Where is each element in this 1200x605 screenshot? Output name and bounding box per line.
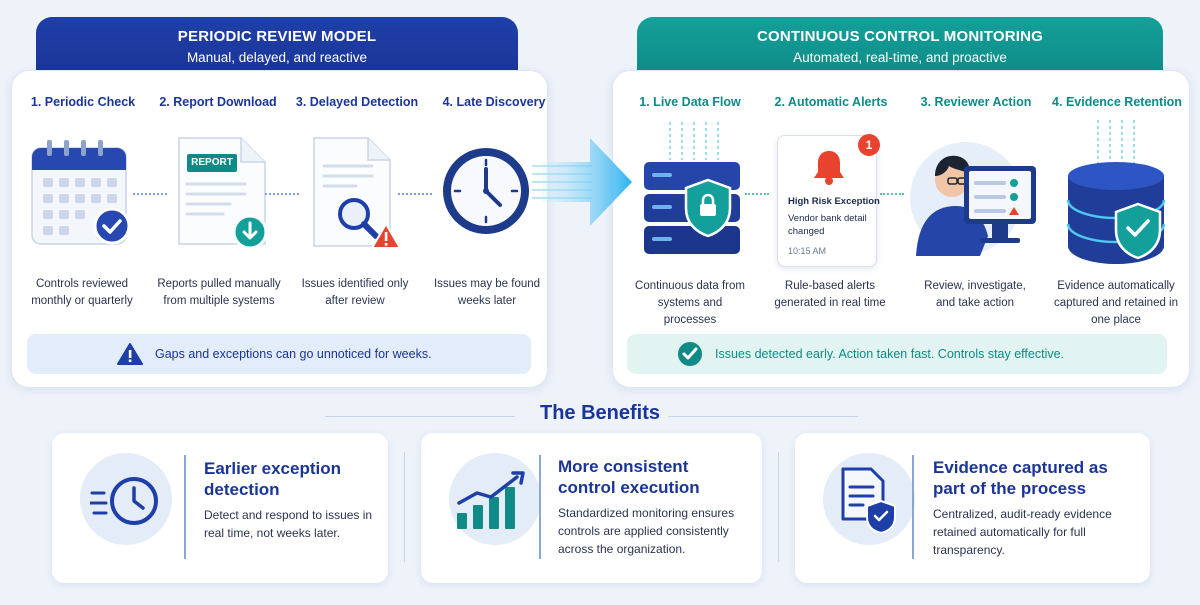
card-divider — [912, 455, 914, 559]
left-warning-note: Gaps and exceptions can go unnoticed for… — [27, 334, 531, 374]
growth-chart-icon — [457, 471, 525, 529]
benefit-heading: More consistent control execution — [558, 457, 700, 497]
benefit-card: Evidence captured as part of the process… — [795, 433, 1150, 583]
left-step-4-desc: Issues may be found weeks later — [433, 278, 541, 307]
document-search-icon — [313, 137, 401, 249]
right-step-2-title: 2. Automatic Alerts — [774, 95, 888, 109]
calendar-icon — [31, 140, 131, 245]
alert-time: 10:15 AM — [788, 246, 827, 256]
benefit-desc: Standardized monitoring ensures controls… — [558, 506, 735, 556]
left-step-2-title: 2. Report Download — [159, 95, 277, 109]
transition-arrow-icon — [532, 138, 632, 226]
alert-body: Vendor bank detail changed — [788, 213, 867, 237]
divider — [325, 416, 515, 417]
benefit-desc: Detect and respond to issues in real tim… — [204, 508, 373, 540]
benefit-heading: Evidence captured as part of the process — [933, 458, 1108, 498]
database-shield-icon — [1066, 120, 1166, 264]
server-shield-icon — [644, 122, 740, 254]
benefit-desc: Centralized, audit-ready evidence retain… — [933, 507, 1112, 557]
left-note-text: Gaps and exceptions can go unnoticed for… — [155, 347, 432, 361]
right-step-4-title: 4. Evidence Retention — [1052, 95, 1182, 109]
flow-connector — [265, 193, 299, 195]
right-step-3-desc: Review, investigate, and take action — [924, 280, 1026, 309]
reviewer-icon — [910, 142, 1036, 256]
right-step-1-title: 1. Live Data Flow — [639, 95, 741, 109]
benefit-card: Earlier exception detection Detect and r… — [52, 433, 388, 583]
alert-count-badge: 1 — [858, 134, 880, 156]
divider — [778, 452, 779, 562]
flow-connector — [745, 193, 769, 195]
continuous-monitoring-header: CONTINUOUS CONTROL MONITORING Automated,… — [637, 17, 1163, 79]
right-note-text: Issues detected early. Action taken fast… — [715, 347, 1065, 361]
check-circle-icon — [678, 342, 702, 366]
report-download-icon: REPORT — [175, 136, 270, 250]
right-step-4-desc: Evidence automatically captured and reta… — [1053, 280, 1179, 326]
card-divider — [539, 455, 541, 559]
periodic-review-subtitle: Manual, delayed, and reactive — [186, 50, 368, 65]
right-step-2-desc: Rule-based alerts generated in real time — [774, 280, 886, 309]
report-label: REPORT — [191, 157, 233, 168]
right-step-3-title: 3. Reviewer Action — [920, 95, 1032, 109]
flow-connector — [880, 193, 904, 195]
card-divider — [184, 455, 186, 559]
right-success-note: Issues detected early. Action taken fast… — [627, 334, 1167, 374]
benefit-card: More consistent control execution Standa… — [421, 433, 762, 583]
left-step-3-title: 3. Delayed Detection — [295, 95, 419, 109]
divider — [404, 452, 405, 562]
left-step-1-title: 1. Periodic Check — [30, 95, 136, 109]
right-step-1-desc: Continuous data from systems and process… — [635, 280, 745, 326]
continuous-monitoring-title: CONTINUOUS CONTROL MONITORING — [756, 28, 1044, 45]
benefit-heading: Earlier exception detection — [204, 459, 342, 499]
flow-connector — [133, 193, 167, 195]
left-step-1-desc: Controls reviewed monthly or quarterly — [31, 278, 133, 307]
divider — [668, 416, 858, 417]
left-step-3-desc: Issues identified only after review — [301, 278, 409, 307]
left-step-4-title: 4. Late Discovery — [442, 95, 546, 109]
document-shield-icon — [841, 467, 896, 533]
warning-icon — [117, 343, 143, 365]
flow-connector — [398, 193, 432, 195]
periodic-review-title: PERIODIC REVIEW MODEL — [177, 28, 377, 45]
alert-card-icon: 1 High Risk Exception Vendor bank detail… — [777, 134, 880, 267]
left-step-2-desc: Reports pulled manually from multiple sy… — [157, 278, 281, 307]
bell-icon — [814, 151, 844, 185]
benefits-title: The Benefits — [539, 402, 661, 424]
continuous-monitoring-subtitle: Automated, real-time, and proactive — [793, 50, 1007, 65]
clock-icon — [443, 148, 529, 234]
fast-clock-icon — [90, 477, 158, 525]
periodic-review-header: PERIODIC REVIEW MODEL Manual, delayed, a… — [36, 17, 518, 79]
alert-heading: High Risk Exception — [788, 196, 880, 207]
